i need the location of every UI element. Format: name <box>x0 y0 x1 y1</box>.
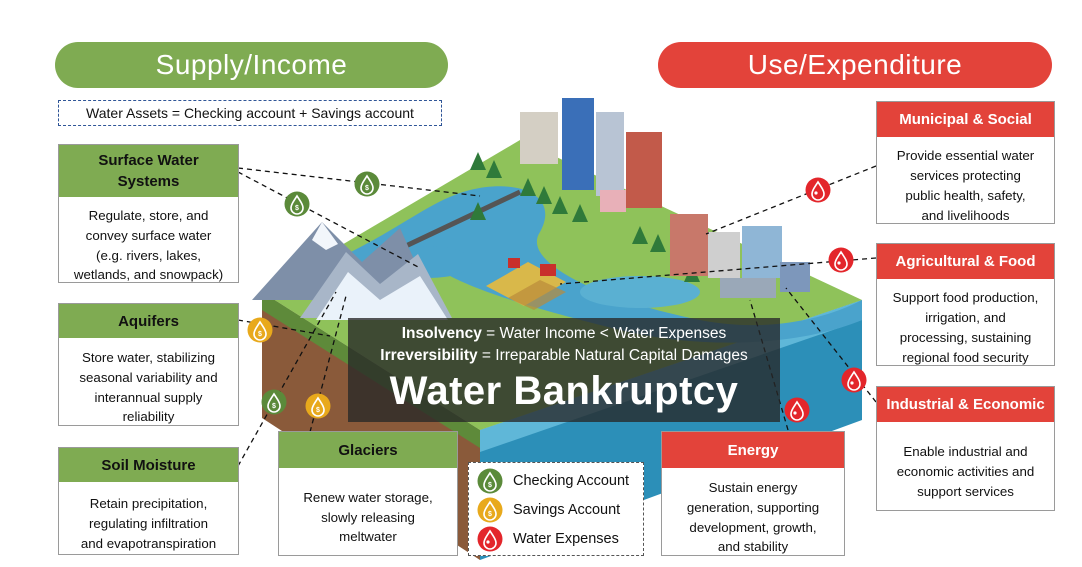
card-municipal-social: Municipal & Social Provide essential wat… <box>876 101 1055 224</box>
card-title: Surface Water Systems <box>59 145 238 197</box>
red-drop-icon <box>477 525 503 552</box>
connector-industrial <box>785 287 877 403</box>
legend-item-checking: Checking Account <box>469 466 643 495</box>
insolvency-definition: = Water Income < Water Expenses <box>481 325 727 342</box>
connector-soil <box>237 291 337 467</box>
gold-drop-coin-icon <box>477 496 503 523</box>
card-title: Agricultural & Food <box>877 244 1054 279</box>
barn <box>540 264 556 276</box>
card-body: Store water, stabilizing seasonal variab… <box>79 349 218 425</box>
water-bankruptcy-banner: Insolvency = Water Income < Water Expens… <box>348 318 780 422</box>
card-glaciers: Glaciers Renew water storage, slowly rel… <box>278 431 458 556</box>
connector-agri <box>559 257 877 285</box>
connector-glacier <box>309 295 347 433</box>
glacier-ice <box>316 272 448 320</box>
insolvency-term: Insolvency <box>401 325 482 342</box>
card-body: Regulate, store, and convey surface wate… <box>73 207 224 283</box>
irreversibility-definition: = Irreparable Natural Capital Damages <box>477 347 748 364</box>
city-buildings <box>520 98 782 278</box>
card-body: Support food production, irrigation, and… <box>892 290 1039 365</box>
green-drop-coin-icon <box>477 467 503 494</box>
farm-field-2 <box>508 280 566 310</box>
river <box>330 186 862 343</box>
card-aquifers: Aquifers Store water, stabilizing season… <box>58 303 239 426</box>
card-body: Sustain energy generation, supporting de… <box>686 479 820 555</box>
checking-account-icon <box>283 190 311 218</box>
legend-label: Water Expenses <box>513 530 619 547</box>
icon-legend: Checking Account Savings Account Water E… <box>468 462 644 556</box>
use-expenditure-header: Use/Expenditure <box>658 42 1052 88</box>
insolvency-line: Insolvency = Water Income < Water Expens… <box>348 318 780 345</box>
supply-income-header: Supply/Income <box>55 42 448 88</box>
card-title: Soil Moisture <box>59 448 238 482</box>
card-energy: Energy Sustain energy generation, suppor… <box>661 431 845 556</box>
card-body: Provide essential water services protect… <box>896 148 1035 223</box>
legend-label: Checking Account <box>513 472 630 489</box>
barn-2 <box>508 258 520 268</box>
wetland <box>580 276 700 308</box>
savings-account-icon <box>246 316 274 344</box>
card-soil-moisture: Soil Moisture Retain precipitation, regu… <box>58 447 239 555</box>
card-title: Industrial & Economic <box>877 387 1054 422</box>
banner-title: Water Bankruptcy <box>389 369 739 413</box>
card-body: Enable industrial and economic activitie… <box>896 444 1035 499</box>
irreversibility-line: Irreversibility = Irreparable Natural Ca… <box>348 345 780 367</box>
water-expense-icon <box>840 366 868 394</box>
card-industrial-economic: Industrial & Economic Enable industrial … <box>876 386 1055 511</box>
water-expense-icon <box>783 396 811 424</box>
irreversibility-term: Irreversibility <box>380 347 478 364</box>
water-expense-icon <box>804 176 832 204</box>
card-surface-water: Surface Water Systems Regulate, store, a… <box>58 144 239 283</box>
card-title: Energy <box>662 432 844 468</box>
card-body: Retain precipitation, regulating infiltr… <box>80 496 217 551</box>
card-body: Renew water storage, slowly releasing me… <box>303 489 433 545</box>
card-title: Municipal & Social <box>877 102 1054 137</box>
checking-account-icon <box>260 388 288 416</box>
checking-account-icon <box>353 170 381 198</box>
legend-item-expenses: Water Expenses <box>469 524 643 553</box>
legend-label: Savings Account <box>513 501 621 518</box>
trees <box>470 152 700 282</box>
connector-surface-river <box>237 171 421 269</box>
connector-municipal <box>705 165 877 235</box>
card-title: Aquifers <box>59 304 238 338</box>
card-agricultural-food: Agricultural & Food Support food product… <box>876 243 1055 366</box>
water-assets-equation: Water Assets = Checking account + Saving… <box>58 100 442 126</box>
legend-item-savings: Savings Account <box>469 495 643 524</box>
snow-cap <box>312 222 338 250</box>
card-title: Glaciers <box>279 432 457 468</box>
savings-account-icon <box>304 392 332 420</box>
factory <box>720 262 810 298</box>
water-expense-icon <box>827 246 855 274</box>
connector-aquifer <box>237 319 331 337</box>
